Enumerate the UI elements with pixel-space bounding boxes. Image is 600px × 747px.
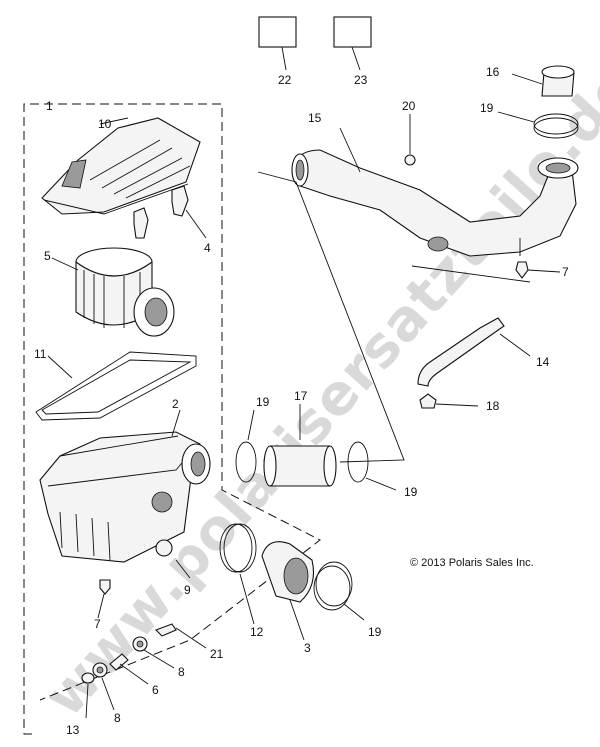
callout-19-right: 19 [404, 485, 418, 499]
callout-3: 3 [304, 641, 311, 655]
callout-19-top: 19 [480, 101, 494, 115]
callout-8-left: 8 [114, 711, 121, 725]
callout-1: 1 [46, 99, 53, 113]
callout-22: 22 [278, 73, 292, 87]
airbox-lid [41, 117, 201, 215]
fastener-7-bottom [97, 579, 111, 619]
seal [35, 351, 197, 421]
callout-10: 10 [98, 117, 112, 131]
clips [133, 185, 207, 239]
callout-5: 5 [44, 249, 51, 263]
callout-2: 2 [172, 397, 179, 411]
drain-hose [417, 317, 531, 387]
callout-4: 4 [204, 241, 211, 255]
clamp-top [497, 111, 579, 139]
bolt-21 [155, 623, 207, 649]
callout-13: 13 [66, 723, 80, 737]
clamp-right [347, 441, 397, 491]
callout-7-bottom: 7 [94, 617, 101, 631]
callout-6: 6 [152, 683, 159, 697]
airbox-housing [39, 409, 211, 563]
label-23 [333, 16, 372, 71]
spacer-6 [109, 653, 149, 685]
intake-tube [263, 404, 337, 487]
duct-leader [257, 171, 405, 463]
fastener-20 [404, 114, 416, 166]
bushing-8-right [132, 636, 175, 669]
callout-20: 20 [402, 99, 416, 113]
callout-12: 12 [250, 625, 264, 639]
callout-19-lower: 19 [368, 625, 382, 639]
nut-18 [419, 393, 479, 409]
callout-15: 15 [308, 111, 322, 125]
assembly-bracket [23, 103, 321, 735]
clamp-left [235, 409, 257, 483]
callout-16: 16 [486, 65, 500, 79]
callout-17: 17 [294, 389, 308, 403]
callout-21: 21 [210, 647, 224, 661]
callout-9: 9 [184, 583, 191, 597]
grommet-13 [81, 672, 95, 719]
callout-14: 14 [536, 355, 550, 369]
copyright-notice: © 2013 Polaris Sales Inc. [410, 557, 534, 569]
fastener-7-top [515, 238, 561, 279]
grommet-9 [175, 559, 191, 579]
label-22 [258, 16, 297, 71]
callout-23: 23 [354, 73, 368, 87]
duct-coupler [511, 65, 575, 97]
callout-7-top: 7 [562, 265, 569, 279]
callout-11: 11 [34, 347, 47, 361]
bushing-8-left [92, 662, 115, 711]
air-filter [51, 247, 175, 337]
callout-19-left: 19 [256, 395, 270, 409]
adapter-3 [261, 541, 315, 641]
intake-duct [291, 127, 579, 257]
clamp-19-lower [313, 561, 365, 621]
callout-8-right: 8 [178, 665, 185, 679]
callout-18: 18 [486, 399, 500, 413]
clamp-12 [219, 523, 257, 625]
